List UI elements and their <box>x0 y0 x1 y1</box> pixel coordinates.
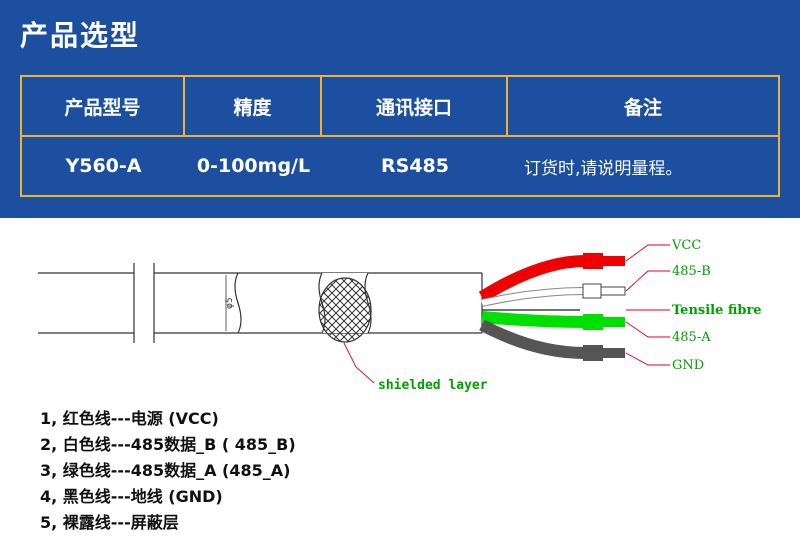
cell-interface: RS485 <box>381 155 449 177</box>
legend-item: 1, 红色线---电源 (VCC) <box>40 409 219 428</box>
wire-legend: 1, 红色线---电源 (VCC) 2, 白色线---485数据_B ( 485… <box>40 406 540 536</box>
table-divider <box>22 135 778 137</box>
header-accuracy: 精度 <box>185 77 322 135</box>
wire-green <box>481 311 625 330</box>
spec-table: 产品型号 精度 通讯接口 备注 Y560-A 0-100mg/L RS485 订… <box>20 75 780 197</box>
break-mark-left <box>133 263 155 343</box>
header-interface: 通讯接口 <box>322 77 508 135</box>
header-remark: 备注 <box>623 96 662 119</box>
header-model: 产品型号 <box>22 77 185 135</box>
label-485a: 485-A <box>672 330 711 345</box>
header-banner: 产品选型 产品型号 精度 通讯接口 备注 Y560-A 0-100mg/L RS… <box>0 0 800 218</box>
legend-item: 4, 黑色线---地线 (GND) <box>40 487 223 506</box>
cell-accuracy: 0-100mg/L <box>196 155 311 177</box>
callout-lines <box>343 244 670 384</box>
label-tensile-fibre: Tensile fibre <box>672 303 762 318</box>
cable-jacket <box>38 272 483 334</box>
wire-black <box>479 319 625 361</box>
break-mark-mid <box>234 272 242 334</box>
table-row: Y560-A 0-100mg/L RS485 订货时,请说明量程。 <box>22 137 778 195</box>
label-gnd: GND <box>672 358 704 373</box>
label-vcc: VCC <box>671 238 701 253</box>
shield-window <box>318 272 372 343</box>
wire-red <box>478 253 625 303</box>
diameter-label: φ5 <box>225 297 235 309</box>
page-title: 产品选型 <box>20 19 141 52</box>
cell-remark: 订货时,请说明量程。 <box>524 158 683 179</box>
table-header-row: 产品型号 精度 通讯接口 备注 <box>22 77 778 135</box>
cell-model: Y560-A <box>65 155 142 177</box>
label-shielded-layer: shielded layer <box>378 378 488 393</box>
legend-item: 2, 白色线---485数据_B ( 485_B) <box>40 435 296 454</box>
legend-item: 3, 绿色线---485数据_A (485_A) <box>40 461 291 480</box>
legend-item: 5, 裸露线---屏蔽层 <box>40 513 179 532</box>
label-485b: 485-B <box>672 264 711 279</box>
wire-white <box>481 283 626 307</box>
cable-diagram: φ5 VCC 485-B Tensile fibre 485-A GND shi <box>38 238 762 393</box>
shield-mesh <box>318 277 372 343</box>
